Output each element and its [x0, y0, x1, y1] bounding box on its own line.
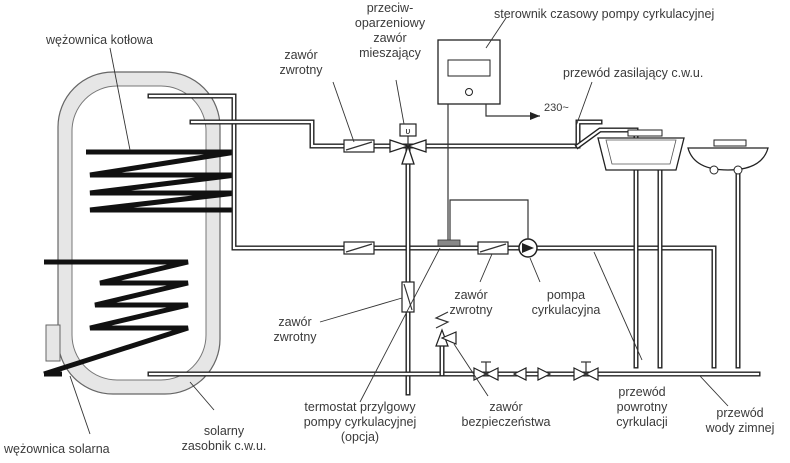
- label-solar-coil: wężownica solarna: [4, 442, 110, 456]
- label-anti-scald-line1: przeciw-: [366, 1, 414, 15]
- solar-coil: [43, 259, 189, 377]
- thermostat: [437, 199, 529, 247]
- label-cold-water-line2: wody zimnej: [705, 421, 775, 435]
- label-safety-valve-line1: zawór: [489, 400, 523, 414]
- label-check-valve-left-line1: zawór: [278, 315, 312, 329]
- label-solar-tank: solarny zasobnik c.w.u.: [164, 424, 284, 454]
- safety-valve: [434, 311, 457, 347]
- label-check-valve-mid-line1: zawór: [454, 288, 488, 302]
- cold-water-valves: [473, 361, 599, 381]
- svg-text:υ: υ: [405, 127, 410, 137]
- label-circulation-pump-line2: cyrkulacyjna: [531, 303, 601, 317]
- label-hot-water-supply: przewód zasilający c.w.u.: [563, 66, 704, 80]
- label-cold-water: przewód wody zimnej: [692, 406, 788, 436]
- label-circulation-return-line3: cyrkulacji: [616, 415, 668, 429]
- pump-timer: [437, 39, 540, 240]
- label-check-valve-left-line2: zwrotny: [273, 330, 317, 344]
- label-circulation-return-line2: powrotny: [616, 400, 668, 414]
- label-boiler-coil: wężownica kotłowa: [46, 33, 153, 47]
- label-circulation-return: przewód powrotny cyrkulacji: [602, 385, 682, 430]
- label-safety-valve-line2: bezpieczeństwa: [461, 415, 551, 429]
- label-thermostat: termostat przylgowy pompy cyrkulacyjnej …: [280, 400, 440, 445]
- mixing-valve: υ: [389, 123, 427, 165]
- label-anti-scald-line3: zawór: [373, 31, 407, 45]
- label-pump-timer: sterownik czasowy pompy cyrkulacyjnej: [494, 7, 715, 21]
- label-solar-tank-line1: solarny: [203, 424, 245, 438]
- label-thermostat-line1: termostat przylgowy: [304, 400, 416, 414]
- sink-left: [597, 129, 685, 171]
- label-check-valve-left: zawór zwrotny: [260, 315, 330, 345]
- check-valve-return-right: [477, 241, 509, 255]
- label-thermostat-line2: pompy cyrkulacyjnej: [303, 415, 417, 429]
- label-check-valve-top: zawór zwrotny: [266, 48, 336, 78]
- label-voltage: 230~: [544, 102, 569, 114]
- label-circulation-return-line1: przewód: [618, 385, 666, 399]
- label-anti-scald-line2: oparzeniowy: [354, 16, 426, 30]
- pipes: [147, 93, 761, 396]
- label-check-valve-mid-line2: zwrotny: [449, 303, 493, 317]
- label-check-valve-top-line2: zwrotny: [279, 63, 323, 77]
- label-circulation-pump: pompa cyrkulacyjna: [516, 288, 616, 318]
- check-valve-top: [343, 139, 375, 153]
- circulation-pump: [518, 238, 538, 258]
- label-anti-scald-line4: mieszający: [359, 46, 421, 60]
- label-check-valve-top-line1: zawór: [284, 48, 318, 62]
- boiler-coil: [86, 149, 237, 213]
- label-check-valve-mid: zawór zwrotny: [436, 288, 506, 318]
- leader-lines: [69, 17, 729, 435]
- check-valve-vertical: [401, 281, 415, 313]
- label-anti-scald-mixing-valve: przeciw- oparzeniowy zawór mieszający: [340, 1, 440, 61]
- label-circulation-pump-line1: pompa: [546, 288, 586, 302]
- sink-right: [687, 139, 769, 175]
- label-safety-valve: zawór bezpieczeństwa: [446, 400, 566, 430]
- label-thermostat-line3: (opcja): [340, 430, 380, 444]
- check-valve-return-left: [343, 241, 375, 255]
- label-solar-tank-line2: zasobnik c.w.u.: [181, 439, 267, 453]
- label-cold-water-line1: przewód: [716, 406, 764, 420]
